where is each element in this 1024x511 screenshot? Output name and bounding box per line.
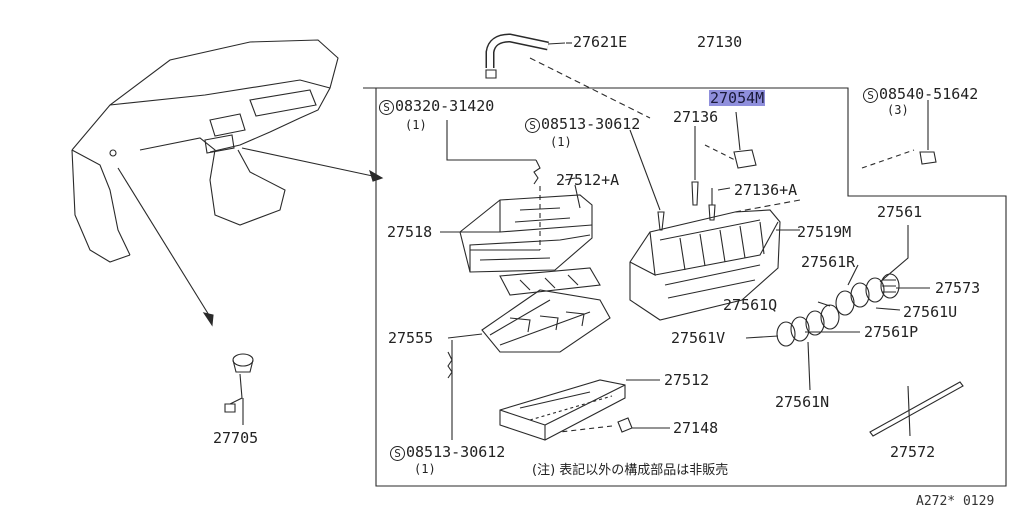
label-27705: 27705 [213, 429, 259, 447]
label-27518: 27518 [387, 223, 433, 241]
label-27561N: 27561N [775, 393, 830, 411]
bolt-symbol-icon: S [379, 100, 394, 115]
bolt-symbol-icon: S [525, 118, 540, 133]
label-27621E: 27621E [573, 33, 628, 51]
bolt-number: 08513-30612 [541, 115, 641, 133]
label-27512A: 27512+A [556, 171, 620, 189]
label-27561Q: 27561Q [723, 296, 778, 314]
part-27705-drawing [224, 353, 254, 425]
bracket-27518-drawing [459, 184, 593, 273]
label-27561P: 27561P [864, 323, 919, 341]
control-unit-27519M-drawing [629, 199, 801, 321]
bolt-number: 08540-51642 [879, 85, 979, 103]
figure-code: A272* 0129 [916, 494, 995, 509]
label-27561U: 27561U [903, 303, 958, 321]
bolt-qty: (1) [414, 462, 436, 476]
label-27561V: 27561V [671, 329, 726, 347]
label-27561: 27561 [877, 203, 923, 221]
label-27512: 27512 [664, 371, 710, 389]
label-27519M: 27519M [797, 223, 852, 241]
label-27573: 27573 [935, 279, 981, 297]
label-27054M: 27054M [709, 89, 766, 107]
bolt-qty: (1) [550, 135, 572, 149]
bolt-number: 08513-30612 [406, 443, 506, 461]
label-27572: 27572 [890, 443, 936, 461]
label-27136: 27136 [673, 108, 719, 126]
panel-27512-drawing [499, 379, 626, 441]
label-27561R: 27561R [801, 253, 856, 271]
bolt-symbol-icon: S [390, 446, 405, 461]
label-27136A: 27136+A [734, 181, 798, 199]
footnote: (注) 表記以外の構成部品は非販売 [532, 463, 729, 478]
bolt-number: 08320-31420 [395, 97, 495, 115]
bolt-qty: (1) [405, 118, 427, 132]
assembly-frame [363, 87, 1007, 487]
bolt-symbol-icon: S [863, 88, 878, 103]
panel-27555-drawing [481, 267, 611, 353]
hose-27621E-drawing [485, 33, 651, 119]
label-27148: 27148 [673, 419, 719, 437]
label-27555: 27555 [388, 329, 434, 347]
dashboard-illustration [71, 39, 339, 263]
bolt-qty: (3) [887, 103, 909, 117]
label-27130: 27130 [697, 33, 743, 51]
